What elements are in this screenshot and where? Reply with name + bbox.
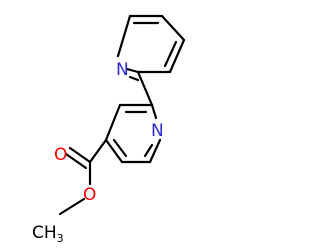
bond [104, 103, 122, 142]
oxygen-atom-label: O [83, 185, 96, 205]
carbonyl-bond [68, 146, 92, 164]
bond [88, 138, 108, 164]
methyl-label-subscript: 3 [57, 232, 64, 245]
double-bond-inner [128, 75, 140, 82]
bond [168, 38, 186, 74]
bottom-pyridine-ring [104, 103, 162, 164]
biaryl-bond [136, 70, 154, 107]
methyl-ester-group [58, 138, 108, 216]
nitrogen-atom-label: N [151, 121, 164, 141]
oxygen-atom-label: O [54, 145, 67, 165]
nitrogen-atom-label: N [116, 60, 129, 80]
carbonyl-bond [64, 152, 88, 170]
double-bond-inner [112, 138, 128, 158]
bond [150, 103, 158, 120]
methyl-label: CH3 [32, 223, 64, 245]
top-pyridine-ring [116, 14, 186, 82]
bond [58, 197, 86, 216]
bond [160, 14, 186, 42]
bond [148, 138, 162, 164]
bond [104, 138, 124, 164]
bond [125, 67, 140, 74]
methyl-label-main: CH [32, 223, 57, 243]
double-bond-inner [163, 40, 178, 68]
chemical-structure: N N O O CH3 [32, 14, 186, 245]
double-bond-inner [143, 143, 154, 158]
bond [116, 14, 132, 58]
